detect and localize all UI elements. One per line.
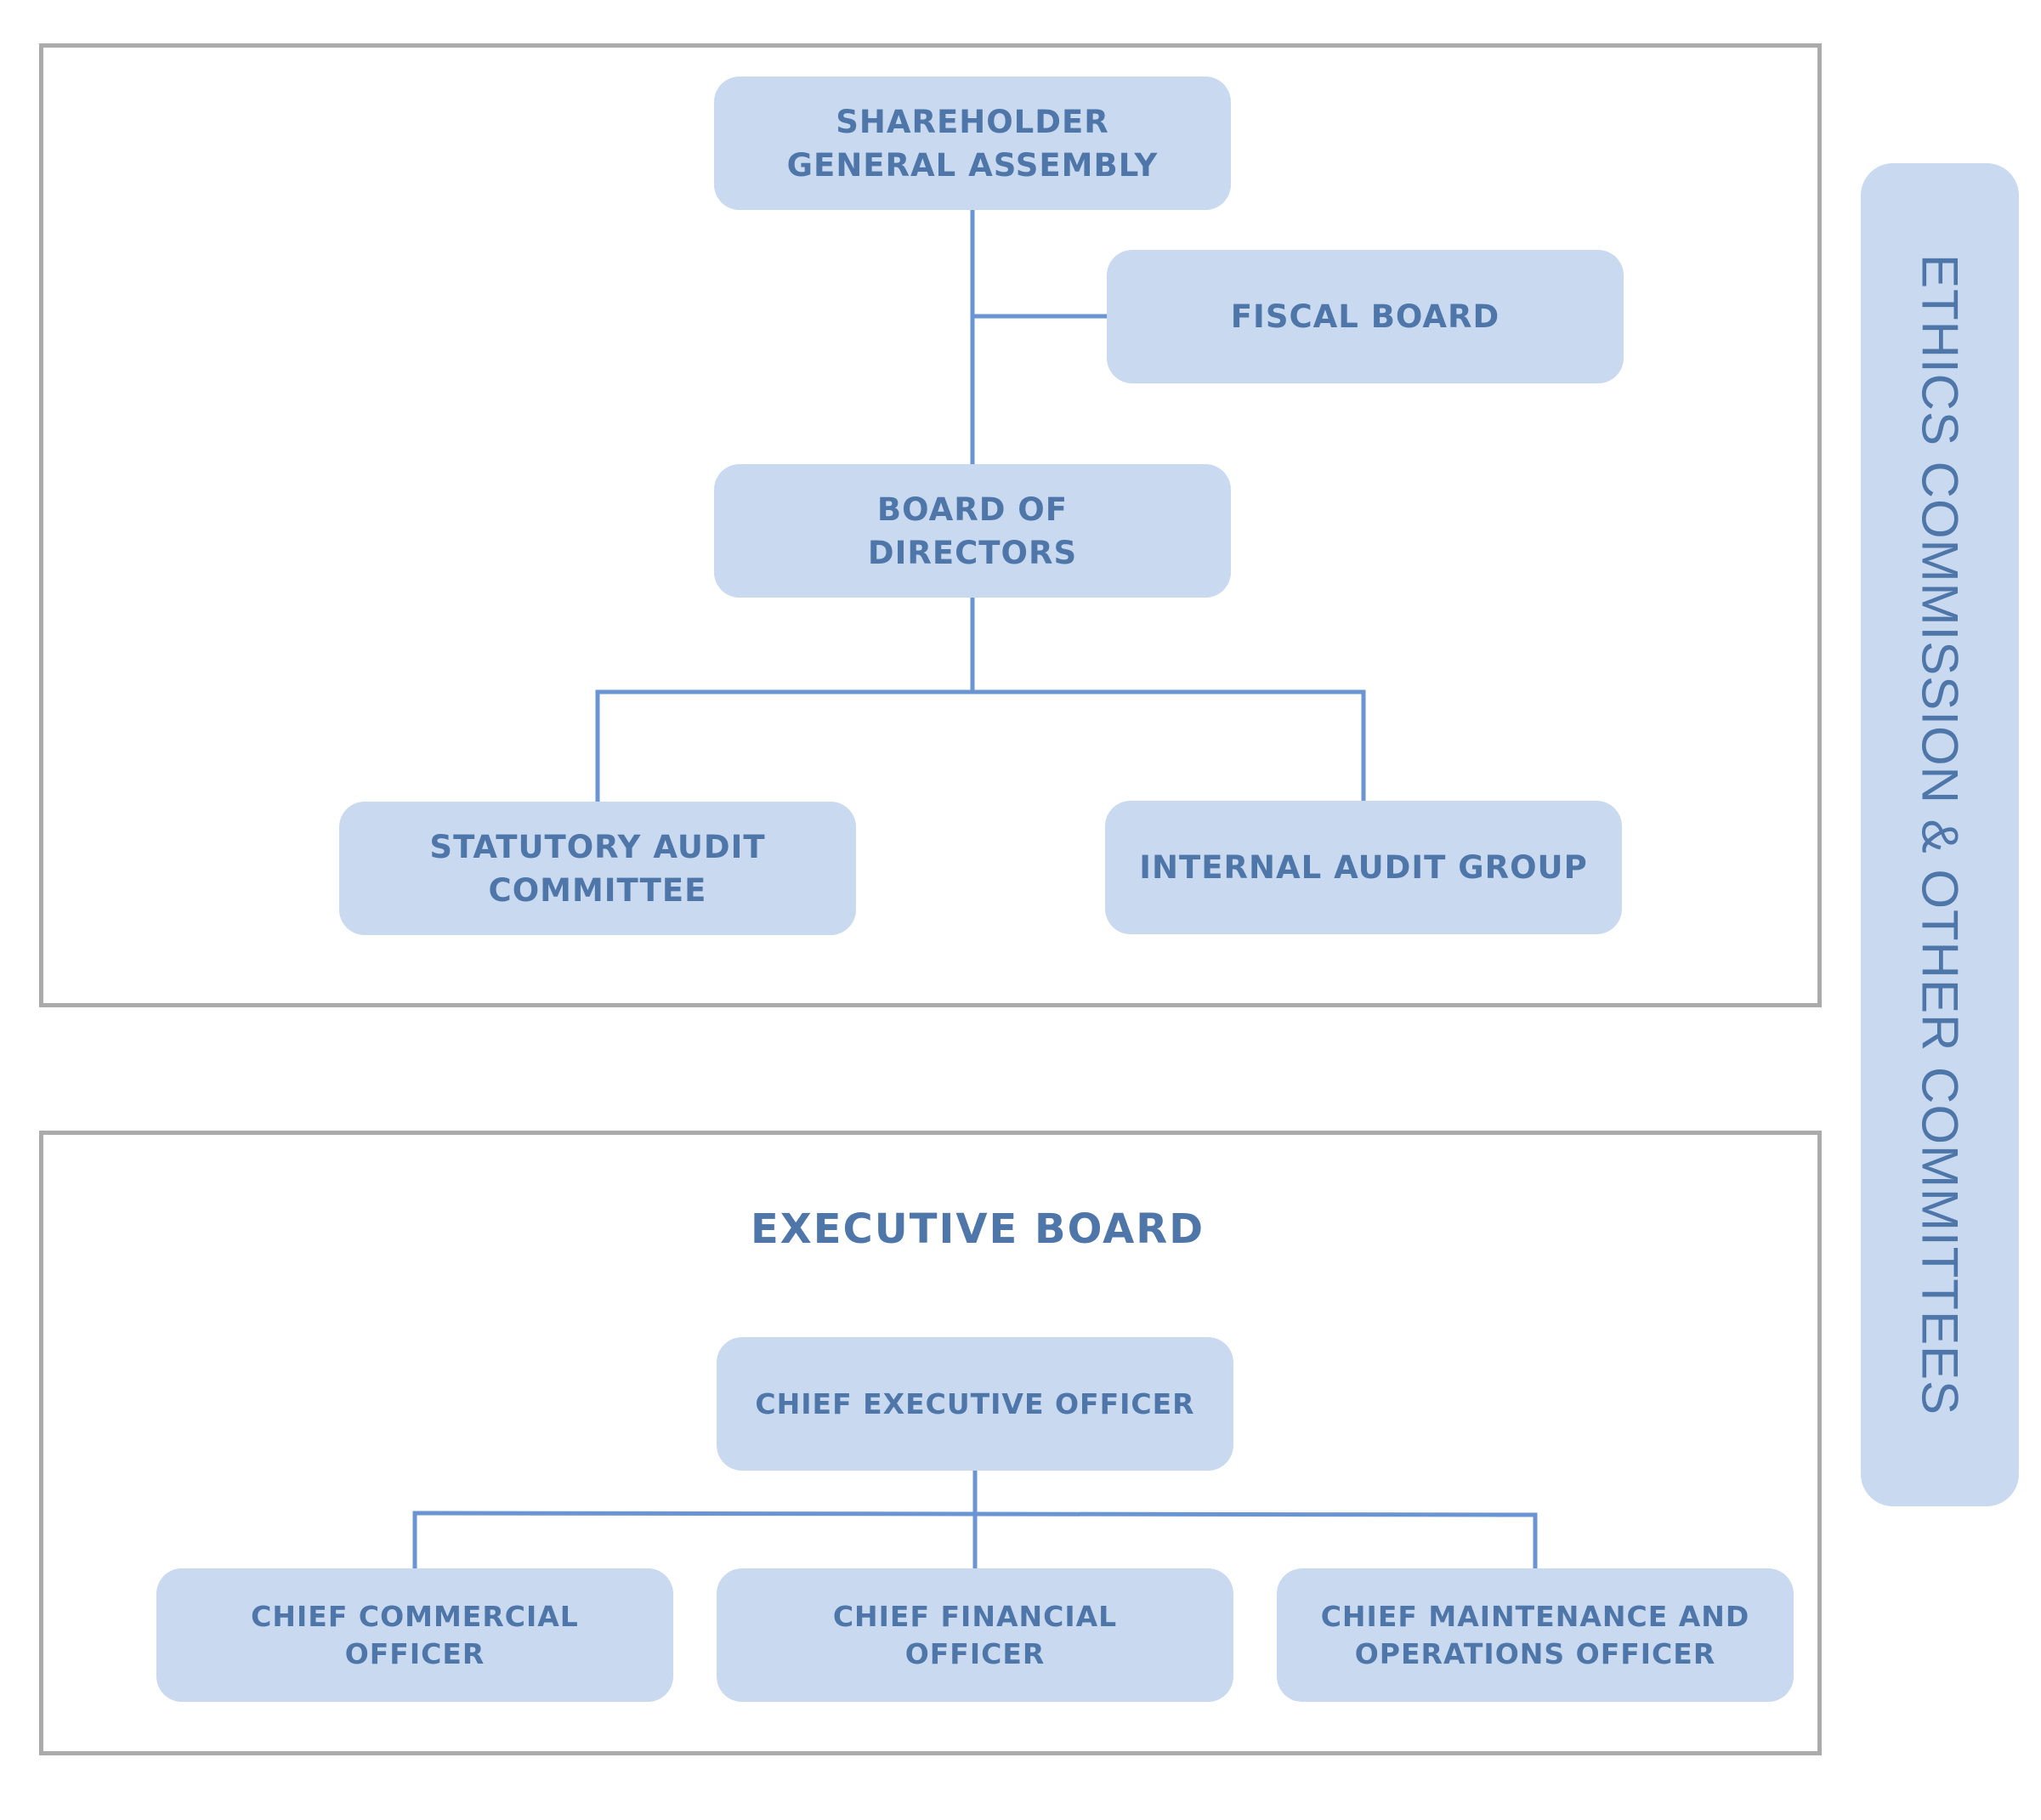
chief-maintenance-operations-officer-label: CHIEF MAINTENANCE AND OPERATIONS OFFICER	[1320, 1599, 1750, 1670]
statutory-audit-committee-label: STATUTORY AUDIT COMMITTEE	[429, 828, 766, 909]
board-of-directors-label: BOARD OF DIRECTORS	[867, 490, 1078, 571]
chief-maintenance-operations-officer-box: CHIEF MAINTENANCE AND OPERATIONS OFFICER	[1277, 1568, 1794, 1702]
fiscal-board-box: FISCAL BOARD	[1107, 250, 1624, 383]
chief-executive-officer-label: CHIEF EXECUTIVE OFFICER	[755, 1386, 1195, 1420]
chief-financial-officer-label: CHIEF FINANCIAL OFFICER	[832, 1599, 1118, 1670]
executive-board-title: EXECUTIVE BOARD	[750, 1205, 1205, 1253]
chief-executive-officer-box: CHIEF EXECUTIVE OFFICER	[717, 1337, 1233, 1471]
chief-commercial-officer-box: CHIEF COMMERCIAL OFFICER	[156, 1568, 673, 1702]
chief-financial-officer-box: CHIEF FINANCIAL OFFICER	[717, 1568, 1233, 1702]
internal-audit-group-box: INTERNAL AUDIT GROUP	[1105, 801, 1622, 934]
internal-audit-group-label: INTERNAL AUDIT GROUP	[1139, 849, 1588, 886]
ethics-commission-panel: ETHICS COMMISSION & OTHER COMMITTEES	[1861, 163, 2019, 1506]
ethics-commission-label: ETHICS COMMISSION & OTHER COMMITTEES	[1911, 253, 1969, 1416]
statutory-audit-committee-box: STATUTORY AUDIT COMMITTEE	[339, 802, 856, 935]
shareholder-general-assembly-box: SHAREHOLDER GENERAL ASSEMBLY	[714, 77, 1231, 210]
chief-commercial-officer-label: CHIEF COMMERCIAL OFFICER	[251, 1599, 579, 1670]
shareholder-general-assembly-label: SHAREHOLDER GENERAL ASSEMBLY	[786, 103, 1159, 184]
fiscal-board-label: FISCAL BOARD	[1230, 298, 1500, 335]
board-of-directors-box: BOARD OF DIRECTORS	[714, 464, 1231, 598]
